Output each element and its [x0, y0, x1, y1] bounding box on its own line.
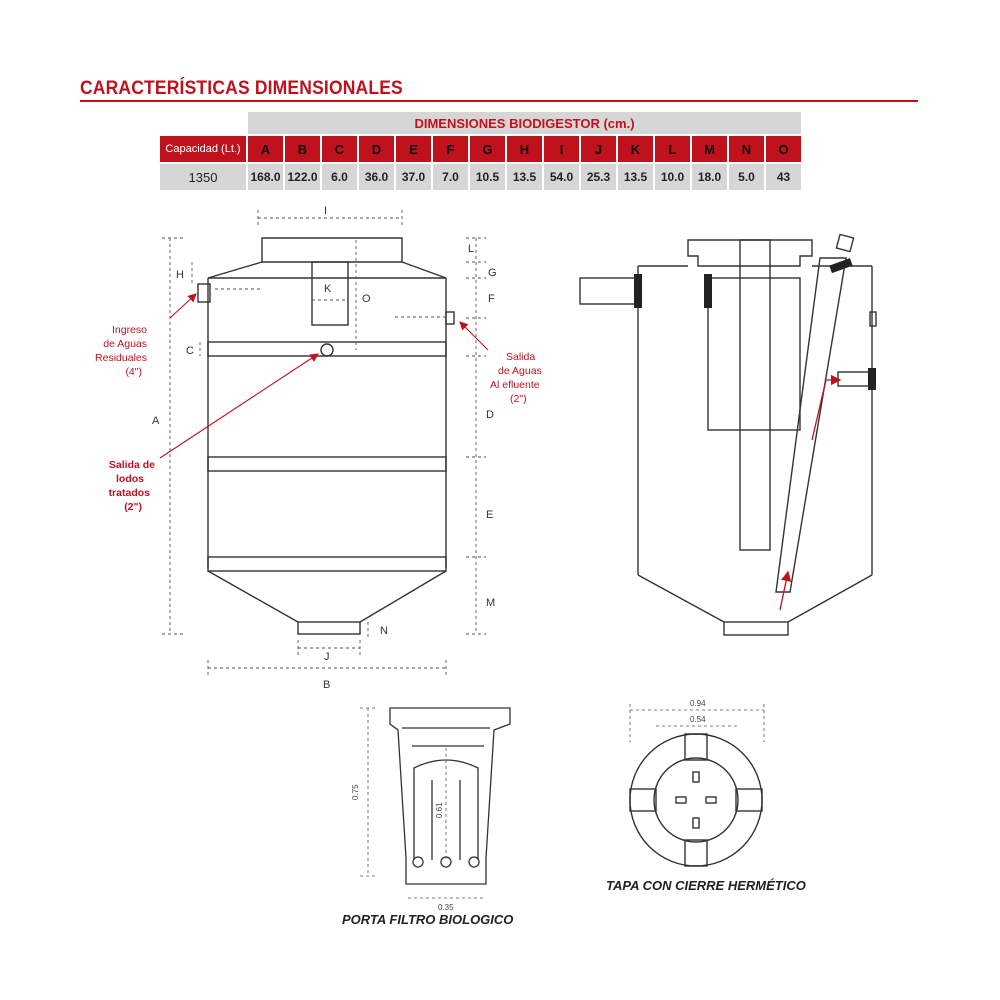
table-cell: 18.0	[692, 164, 727, 190]
filter-inner-dim: 0.61	[435, 802, 444, 818]
table-cell: 6.0	[322, 164, 357, 190]
ingreso-callout: Ingreso de Aguas Residuales (4")	[95, 293, 197, 378]
dim-label-g: G	[488, 267, 497, 279]
column-header: K	[618, 136, 653, 162]
note-salida-lodos-line: (2")	[124, 501, 142, 513]
column-header: C	[322, 136, 357, 162]
note-ingreso-line: Ingreso	[112, 324, 147, 336]
note-ingreso-line: de Aguas	[103, 338, 147, 350]
note-ingreso-line: (4")	[125, 366, 142, 378]
note-salida-aguas-line: de Aguas	[498, 365, 542, 377]
table-cell: 25.3	[581, 164, 616, 190]
table-cell: 10.0	[655, 164, 690, 190]
filter-height-dim: 0.75	[351, 784, 360, 800]
column-header: I	[544, 136, 579, 162]
capacity-label: Capacidad (Lt.)	[160, 136, 246, 162]
dim-label-j: J	[324, 651, 330, 663]
dim-label-f: F	[488, 293, 495, 305]
note-salida-lodos-line: tratados	[109, 487, 151, 499]
note-salida-lodos-line: Salida de	[109, 459, 155, 471]
column-header: J	[581, 136, 616, 162]
table-cell: 122.0	[285, 164, 320, 190]
note-salida-aguas-line: (2")	[510, 393, 527, 405]
dim-label-o: O	[362, 293, 371, 305]
note-salida-aguas-line: Salida	[506, 351, 535, 363]
dim-label-b: B	[323, 679, 330, 691]
column-header: O	[766, 136, 801, 162]
section-gaskets	[634, 258, 876, 390]
tank-section-view	[579, 233, 877, 636]
lid-drawing	[629, 733, 763, 867]
column-header: D	[359, 136, 394, 162]
filter-caption: PORTA FILTRO BIOLOGICO	[342, 912, 513, 927]
table-cell: 37.0	[396, 164, 431, 190]
tank-front-view	[197, 237, 455, 635]
salida-aguas-callout: Salida de Aguas Al efluente (2")	[459, 321, 542, 405]
column-header: L	[655, 136, 690, 162]
dimensions-table: DIMENSIONES BIODIGESTOR (cm.) Capacidad …	[158, 110, 803, 192]
dim-label-k: K	[324, 283, 332, 295]
column-header: E	[396, 136, 431, 162]
column-header: F	[433, 136, 468, 162]
dim-label-n: N	[380, 625, 388, 637]
table-cell: 13.5	[618, 164, 653, 190]
dim-label-i: I	[324, 205, 327, 217]
column-header: H	[507, 136, 542, 162]
section-title: CARACTERÍSTICAS DIMENSIONALES	[80, 78, 403, 99]
dim-label-m: M	[486, 597, 495, 609]
dim-label-d: D	[486, 409, 494, 421]
dim-label-c: C	[186, 345, 194, 357]
table-header: DIMENSIONES BIODIGESTOR (cm.)	[248, 112, 801, 134]
note-salida-lodos-line: lodos	[116, 473, 144, 485]
table-row: 1350 168.0 122.0 6.0 36.0 37.0 7.0 10.5 …	[160, 164, 801, 190]
dim-label-l: L	[468, 243, 474, 255]
table-column-row: Capacidad (Lt.) A B C D E F G H I J K L …	[160, 136, 801, 162]
lid-inner-dim: 0.54	[690, 715, 706, 724]
flow-arrows	[779, 374, 842, 611]
column-header: M	[692, 136, 727, 162]
table-cell: 5.0	[729, 164, 764, 190]
column-header: A	[248, 136, 283, 162]
table-cell: 7.0	[433, 164, 468, 190]
dim-label-h: H	[176, 269, 184, 281]
column-header: G	[470, 136, 505, 162]
note-salida-aguas-line: Al efluente	[490, 379, 540, 391]
table-cell: 43	[766, 164, 801, 190]
table-cell: 10.5	[470, 164, 505, 190]
table-cell: 13.5	[507, 164, 542, 190]
table-cell: 54.0	[544, 164, 579, 190]
lid-caption: TAPA CON CIERRE HERMÉTICO	[606, 878, 806, 893]
dim-label-e: E	[486, 509, 493, 521]
salida-lodos-callout: Salida de lodos tratados (2")	[109, 353, 319, 513]
dim-label-a: A	[152, 415, 160, 427]
column-header: B	[285, 136, 320, 162]
filter-holder-drawing	[389, 707, 511, 885]
title-divider	[80, 100, 918, 102]
table-cell: 168.0	[248, 164, 283, 190]
filter-base-dim: 0.35	[438, 903, 454, 912]
lid-outer-dim: 0.94	[690, 699, 706, 708]
table-cell: 36.0	[359, 164, 394, 190]
column-header: N	[729, 136, 764, 162]
note-ingreso-line: Residuales	[95, 352, 147, 364]
capacity-value: 1350	[160, 164, 246, 190]
